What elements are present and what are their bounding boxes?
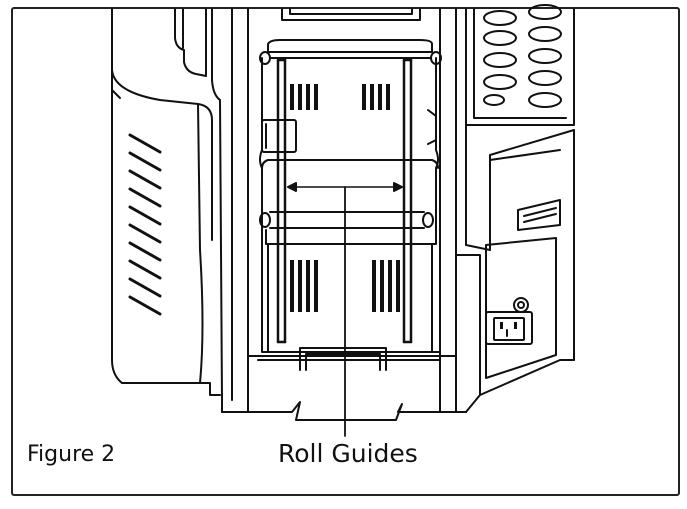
bottom-lid [221, 347, 467, 421]
center-housing [211, 8, 467, 413]
roll-guides-callout: Roll Guides [278, 439, 418, 468]
right-housing [455, 124, 575, 413]
left-housing [111, 8, 221, 396]
top-roller [259, 8, 442, 65]
figure-frame [11, 7, 680, 496]
figure-label: Figure 2 [27, 442, 116, 467]
vent-slots [128, 133, 162, 316]
roll-guide-left [276, 58, 287, 344]
power-inlet [485, 297, 533, 345]
keypad [465, 4, 575, 126]
middle-roller [259, 211, 437, 245]
paper-tray [259, 57, 441, 353]
guide-slots [290, 84, 400, 312]
roll-guide-right [402, 58, 413, 344]
